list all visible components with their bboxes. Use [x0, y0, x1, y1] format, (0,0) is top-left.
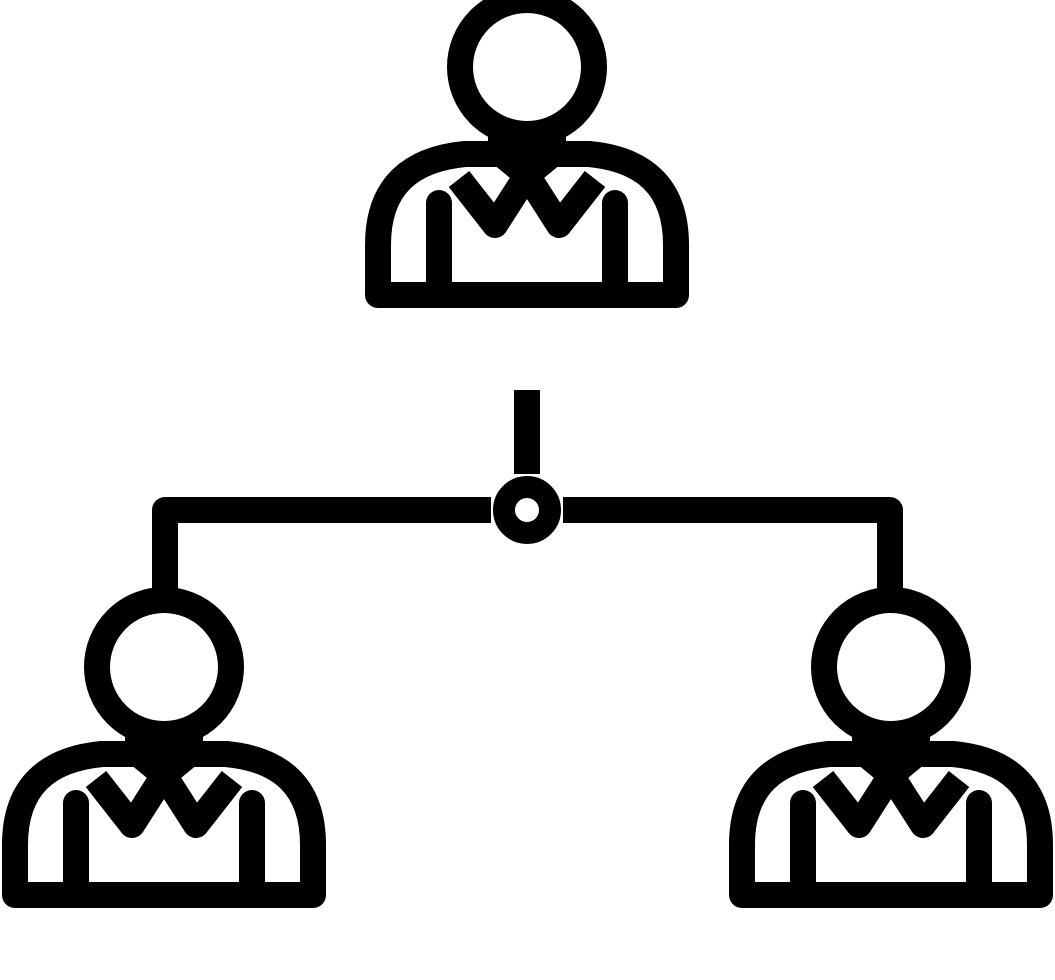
person-with-suit-icon — [378, 0, 676, 295]
junction-node-icon — [493, 476, 561, 544]
connector-lines — [152, 390, 903, 590]
person-with-suit-icon — [15, 600, 313, 895]
person-with-suit-icon — [742, 600, 1040, 895]
